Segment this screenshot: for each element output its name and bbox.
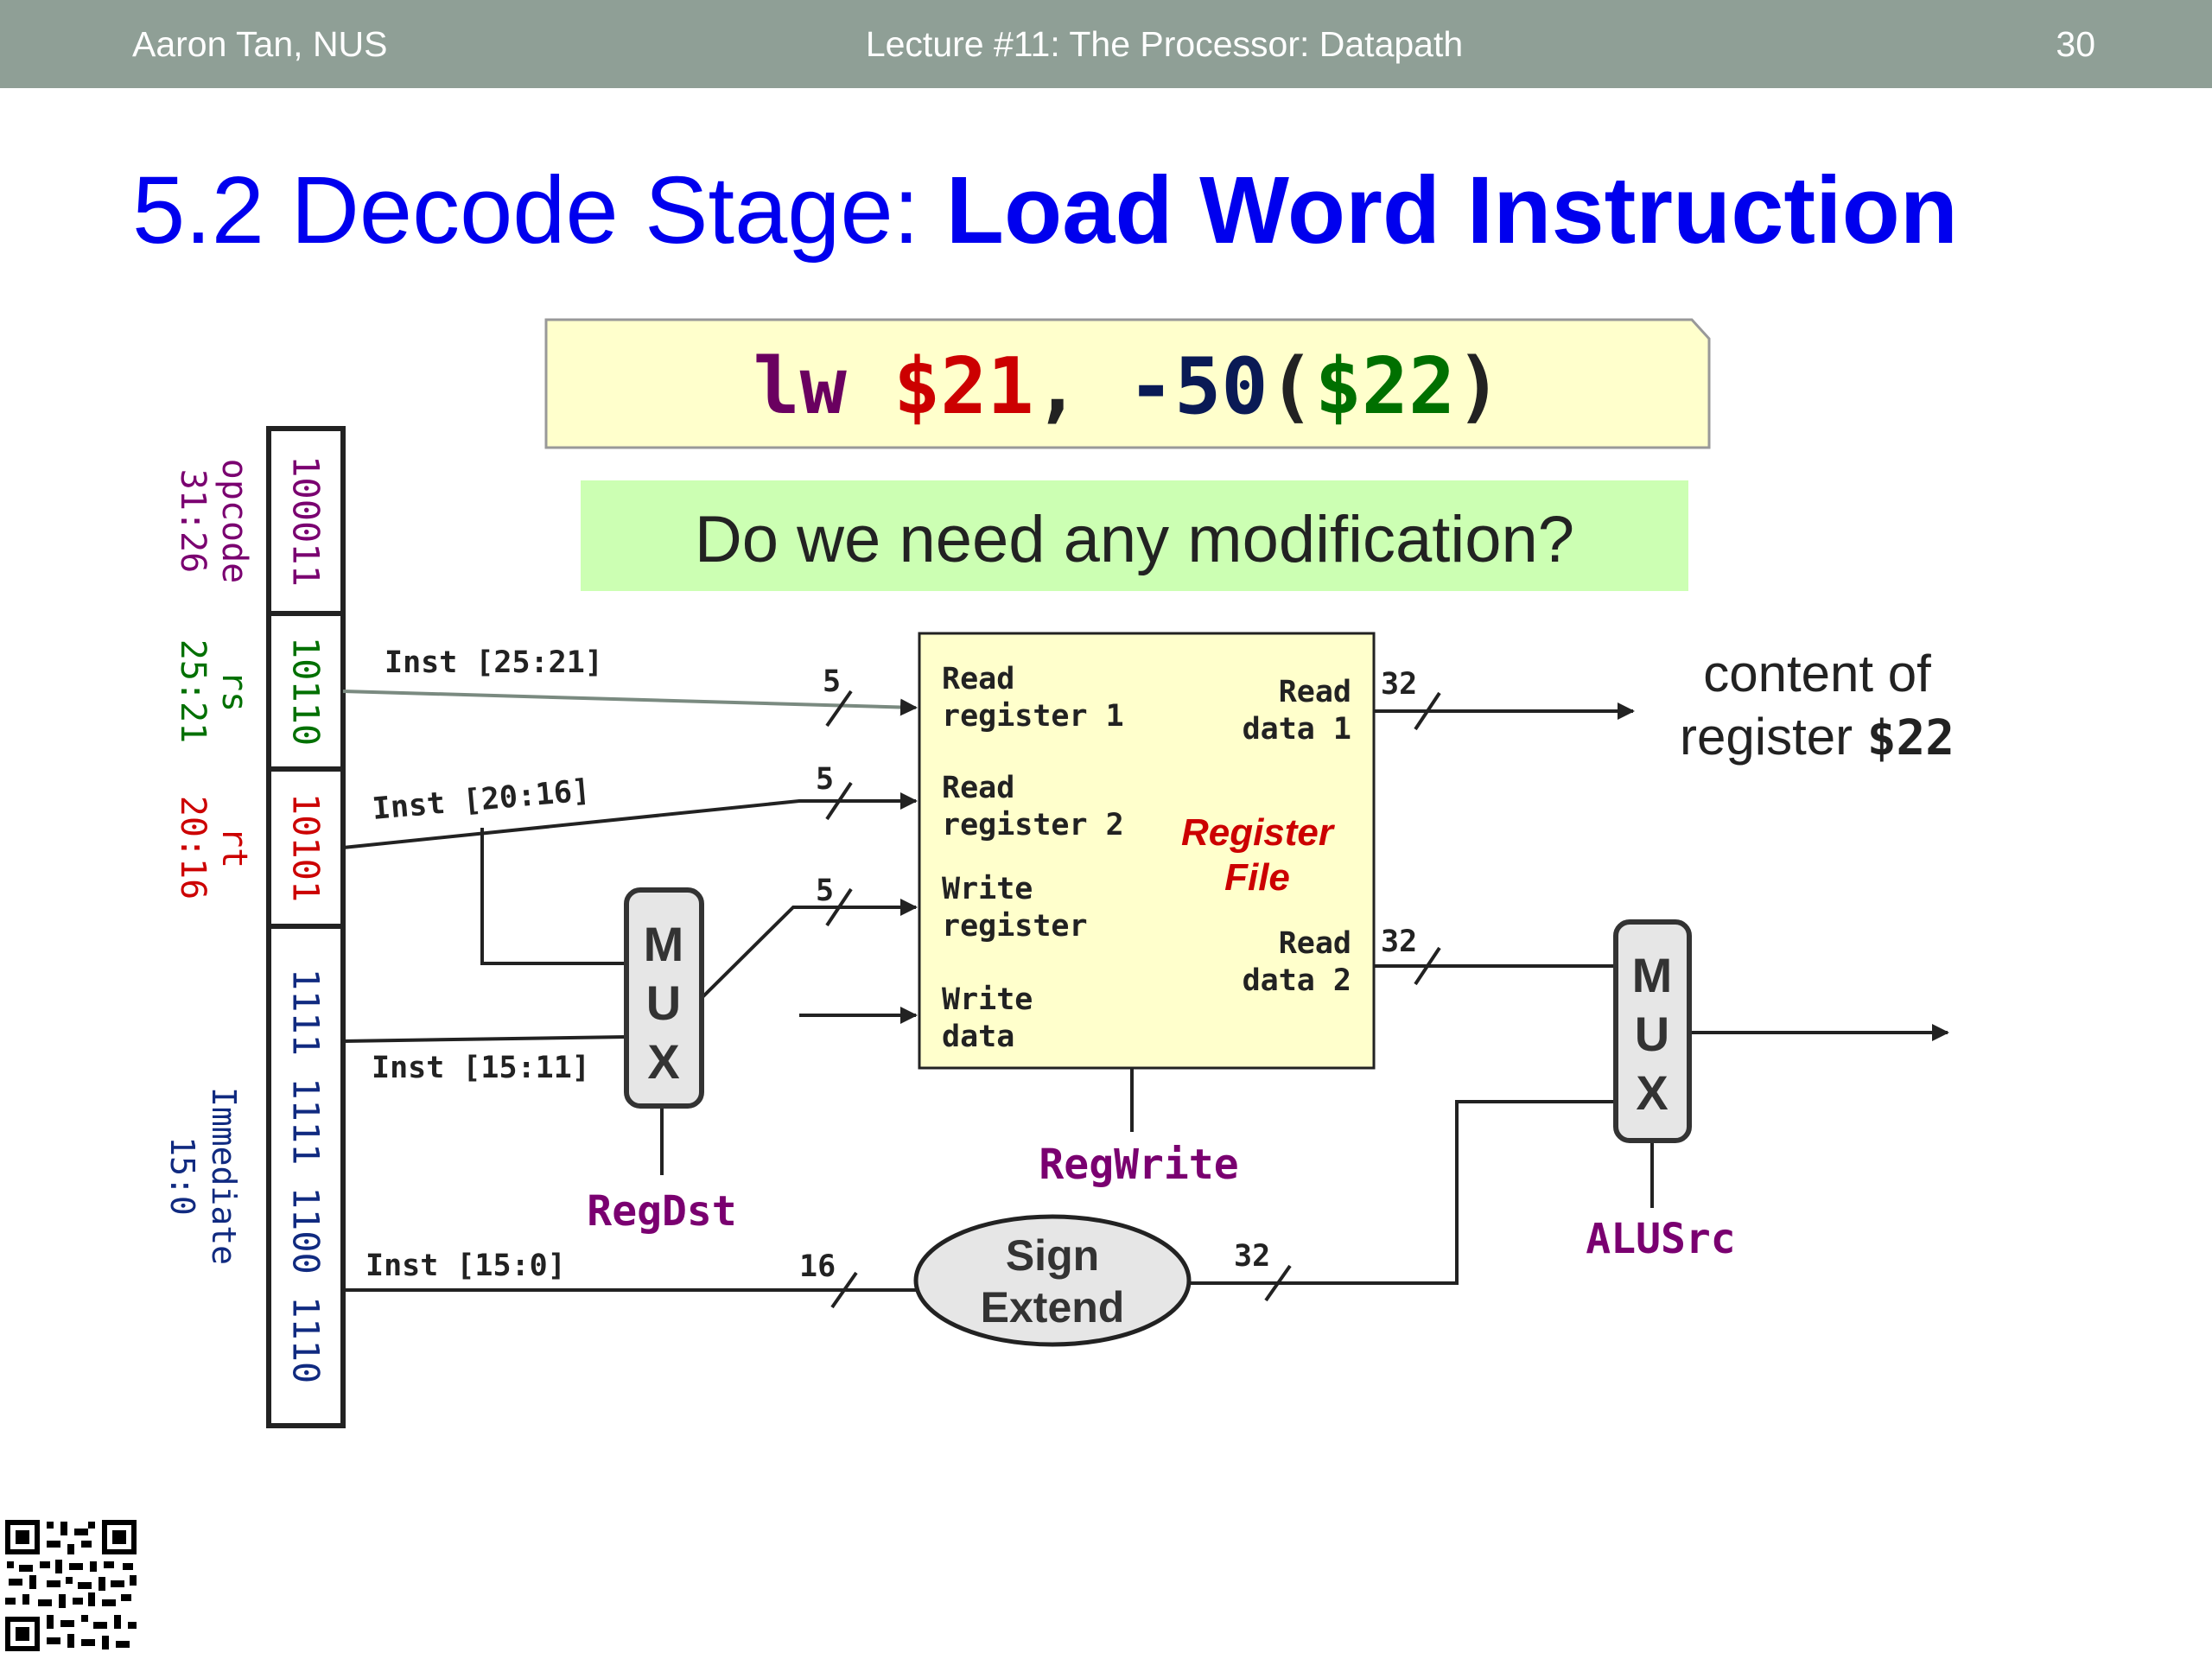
wire-inst-20-16: Inst [20:16] — [371, 773, 591, 827]
width-sign-out: 32 — [1234, 1239, 1270, 1274]
header-page-number: 30 — [2056, 24, 2095, 64]
signal-alusrc: ALUSrc — [1586, 1215, 1735, 1263]
instruction-box: lw $21, -50($22) — [544, 318, 1711, 449]
opcode-range: 31:26 — [173, 469, 213, 573]
sign-extend-label-a: Sign — [1006, 1231, 1099, 1280]
read-data-1-label-b: data 1 — [1243, 712, 1351, 747]
output-note-prefix: register — [1680, 708, 1867, 766]
alusrc-mux-x: X — [1636, 1065, 1668, 1120]
read-data-2-label-a: Read — [1279, 926, 1351, 961]
opcode-name: opcode — [214, 459, 254, 584]
regdst-mux-m: M — [644, 917, 684, 971]
question-text: Do we need any modification? — [695, 503, 1574, 576]
bus-slashes — [825, 690, 1441, 1309]
width-read-reg1: 5 — [823, 664, 841, 699]
width-read-data2: 32 — [1381, 925, 1417, 959]
wire-inst-15-11: Inst [15:11] — [372, 1051, 590, 1085]
instruction-text: lw $21, -50($22) — [753, 341, 1503, 432]
rt-bits: 10101 — [285, 793, 327, 902]
alusrc-mux: M U X — [1613, 919, 1692, 1143]
control-signals: RegDst RegWrite ALUSrc — [587, 1141, 1735, 1263]
rt-range: 20:16 — [173, 796, 213, 899]
regdst-mux: M U X — [624, 887, 704, 1109]
output-note-line2: register $22 — [1680, 708, 1955, 766]
signal-regdst: RegDst — [587, 1187, 736, 1236]
immediate-name: Immediate — [205, 1087, 243, 1265]
output-note-line1: content of — [1703, 645, 1931, 702]
register-file-name-b: File — [1224, 856, 1290, 899]
width-write-reg: 5 — [816, 874, 834, 908]
write-data-label-a: Write — [942, 982, 1033, 1017]
read-register-1-label-a: Read — [942, 662, 1014, 696]
width-read-data1: 32 — [1381, 667, 1417, 702]
register-file: Read register 1 Read register 2 Write re… — [918, 632, 1376, 1070]
qr-code-icon — [3, 1518, 138, 1653]
immediate-bits: 1111 1111 1100 1110 — [285, 969, 327, 1383]
slide-title-emphasis: Load Word Instruction — [945, 157, 1959, 264]
wire-inst-15-0: Inst [15:0] — [365, 1249, 566, 1283]
write-data-label-b: data — [942, 1020, 1014, 1054]
read-register-2-label-b: register 2 — [942, 808, 1124, 842]
instruction-rs: $22 — [1315, 341, 1456, 432]
signal-regwrite: RegWrite — [1039, 1141, 1238, 1189]
slide-header: Aaron Tan, NUS Lecture #11: The Processo… — [0, 0, 2212, 88]
instruction-paren-open: ( — [1268, 341, 1315, 432]
slide-title: 5.2 Decode Stage: Load Word Instruction — [132, 156, 1958, 265]
question-box: Do we need any modification? — [581, 480, 1688, 591]
wire-inst-25-21: Inst [25:21] — [385, 645, 603, 680]
write-register-label-b: register — [942, 909, 1088, 944]
rt-name: rt — [214, 827, 254, 868]
register-file-name-a: Register — [1181, 811, 1336, 854]
instruction-rt: $21 — [893, 341, 1034, 432]
output-note-reg: $22 — [1867, 710, 1955, 766]
read-data-1-label-a: Read — [1279, 675, 1351, 709]
instruction-paren-close: ) — [1455, 341, 1502, 432]
read-register-1-label-b: register 1 — [942, 699, 1124, 734]
instruction-op: lw — [753, 341, 848, 432]
header-author: Aaron Tan, NUS — [132, 24, 388, 64]
bus-widths: 5 5 5 32 32 16 32 — [799, 664, 1417, 1284]
wires — [342, 690, 1949, 1292]
read-data-2-label-b: data 2 — [1243, 963, 1351, 998]
instruction-fields: 100011 10110 10101 1111 1111 1100 1110 — [266, 426, 346, 1428]
alusrc-mux-u: U — [1635, 1007, 1669, 1061]
opcode-bits: 100011 — [285, 455, 327, 587]
width-read-reg2: 5 — [816, 762, 834, 797]
rs-range: 25:21 — [173, 639, 213, 743]
alusrc-mux-m: M — [1632, 948, 1673, 1002]
regdst-mux-x: X — [647, 1034, 679, 1089]
sign-extend: Sign Extend — [913, 1214, 1192, 1347]
sign-extend-label-b: Extend — [981, 1283, 1125, 1332]
field-labels: opcode 31:26 rs 25:21 rt 20:16 Immediate… — [163, 459, 254, 1265]
instruction-offset: -50 — [1128, 341, 1268, 432]
rs-bits: 10110 — [285, 637, 327, 746]
slide-title-prefix: 5.2 Decode Stage: — [132, 157, 946, 264]
write-register-label-a: Write — [942, 872, 1033, 906]
regdst-mux-u: U — [646, 976, 681, 1030]
immediate-range: 15:0 — [163, 1136, 201, 1216]
width-sign-in: 16 — [799, 1249, 836, 1284]
instruction-comma: , — [1034, 341, 1081, 432]
rs-name: rs — [214, 671, 254, 712]
output-note: content of register $22 — [1680, 645, 1955, 766]
read-register-2-label-a: Read — [942, 771, 1014, 805]
header-lecture-title: Lecture #11: The Processor: Datapath — [865, 24, 1464, 64]
